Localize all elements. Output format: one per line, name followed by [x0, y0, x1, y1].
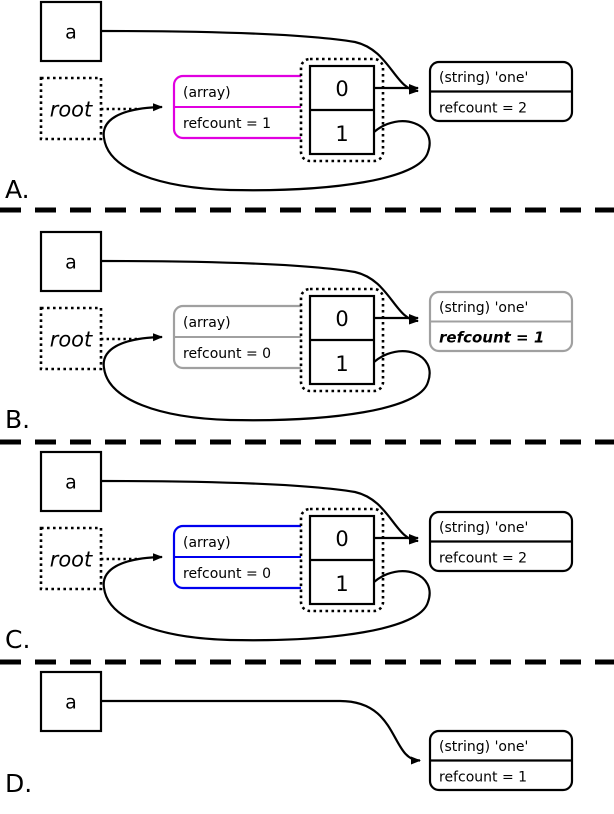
- root-label: root: [50, 548, 93, 572]
- string-refcount-label: refcount = 2: [439, 101, 527, 117]
- pointer-a-to-string: [100, 259, 419, 325]
- array-index-1: 1: [335, 572, 348, 596]
- string-type-label: (string) 'one': [439, 70, 528, 86]
- array-refcount-label: refcount = 0: [183, 566, 271, 582]
- variable-box-a: [39, 0, 103, 63]
- string-type-label: (string) 'one': [439, 520, 528, 536]
- array-index-0: 0: [335, 307, 348, 331]
- root-box: [39, 526, 103, 591]
- array-refcount-label: refcount = 0: [183, 346, 271, 362]
- variable-label-a: a: [65, 692, 77, 714]
- root-box: [39, 306, 103, 371]
- root-box: [39, 76, 103, 141]
- variable-label-a: a: [65, 472, 77, 494]
- array-type-label: (array): [183, 85, 231, 101]
- array-index-0: 0: [335, 527, 348, 551]
- variable-box-a: [39, 230, 103, 293]
- pointer-slot1-to-array: [102, 333, 431, 422]
- variable-label-a: a: [65, 252, 77, 274]
- array-index-1: 1: [335, 122, 348, 146]
- root-label: root: [50, 98, 93, 122]
- pointer-a-to-string: [101, 699, 421, 765]
- pointer-slot1-to-array: [102, 553, 431, 642]
- array-refcount-label: refcount = 1: [183, 116, 271, 132]
- string-refcount-label: refcount = 2: [439, 551, 527, 567]
- array-index-0: 0: [335, 77, 348, 101]
- root-label: root: [50, 328, 93, 352]
- pointer-a-to-string: [100, 479, 419, 545]
- pointer-a-to-string: [100, 29, 419, 95]
- section-label-C: C.: [5, 625, 30, 654]
- section-label-A: A.: [5, 175, 30, 204]
- variable-box-a: [39, 670, 103, 733]
- string-refcount-label: refcount = 1: [439, 329, 544, 347]
- string-type-label: (string) 'one': [439, 300, 528, 316]
- string-refcount-label: refcount = 1: [439, 770, 527, 786]
- array-type-label: (array): [183, 535, 231, 551]
- variable-label-a: a: [65, 22, 77, 44]
- string-type-label: (string) 'one': [439, 739, 528, 755]
- section-label-D: D.: [5, 769, 32, 798]
- array-type-label: (array): [183, 315, 231, 331]
- section-label-B: B.: [5, 405, 30, 434]
- pointer-slot1-to-array: [102, 103, 431, 192]
- array-index-1: 1: [335, 352, 348, 376]
